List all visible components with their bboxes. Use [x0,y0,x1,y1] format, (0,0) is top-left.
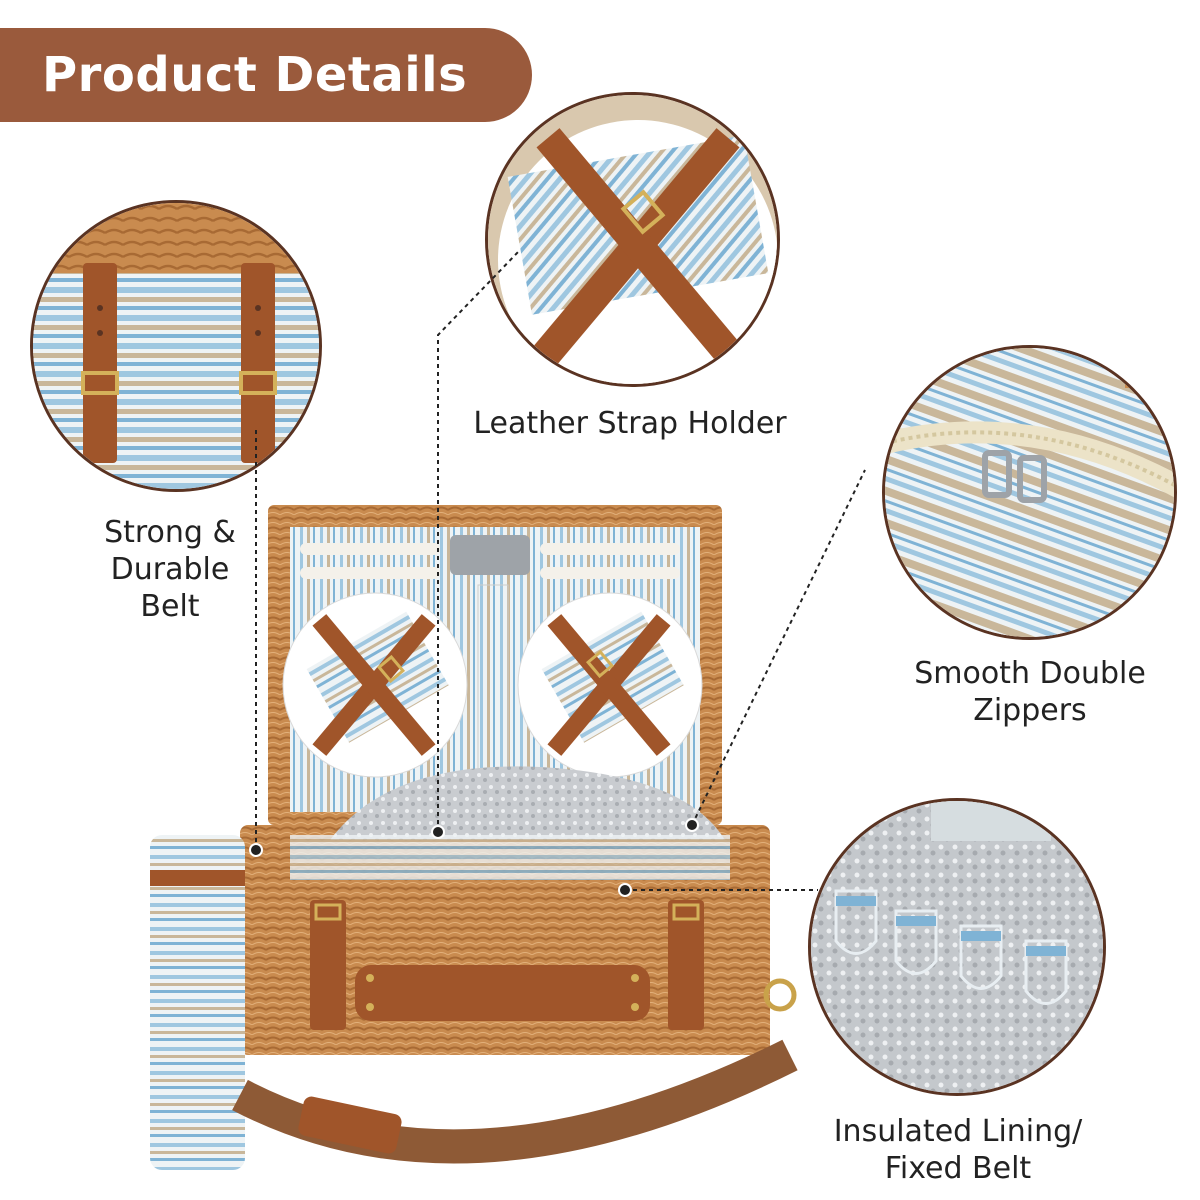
lining-detail-circle [808,798,1106,1096]
belt-label-line-3: Belt [140,589,200,624]
zipper-leader-dot [685,818,699,832]
lining-label-line-2: Fixed Belt [884,1151,1032,1186]
page-title: Product Details [42,47,468,103]
lining-label: Insulated Lining/ Fixed Belt [808,1113,1108,1187]
zipper-detail-circle [882,345,1177,640]
zippers-label-line-1: Smooth Double [914,656,1146,691]
strap-holder-label: Leather Strap Holder [440,405,820,442]
product-details-banner: Product Details [0,28,532,122]
belt-detail-circle [30,200,322,492]
strap-holder-text: Leather Strap Holder [473,406,787,441]
belt-label-line-1: Strong & [104,515,236,550]
picnic-basket-image [150,505,798,1170]
strap-leader-dot [431,825,445,839]
belt-label: Strong & Durable Belt [80,514,260,625]
belt-label-line-2: Durable [110,552,230,587]
zippers-label-line-2: Zippers [973,693,1087,728]
lining-leader-dot [618,883,632,897]
belt-leader-dot [249,843,263,857]
lining-label-line-1: Insulated Lining/ [833,1114,1083,1149]
strap-holder-detail-circle [485,92,780,387]
zippers-label: Smooth Double Zippers [890,655,1170,729]
